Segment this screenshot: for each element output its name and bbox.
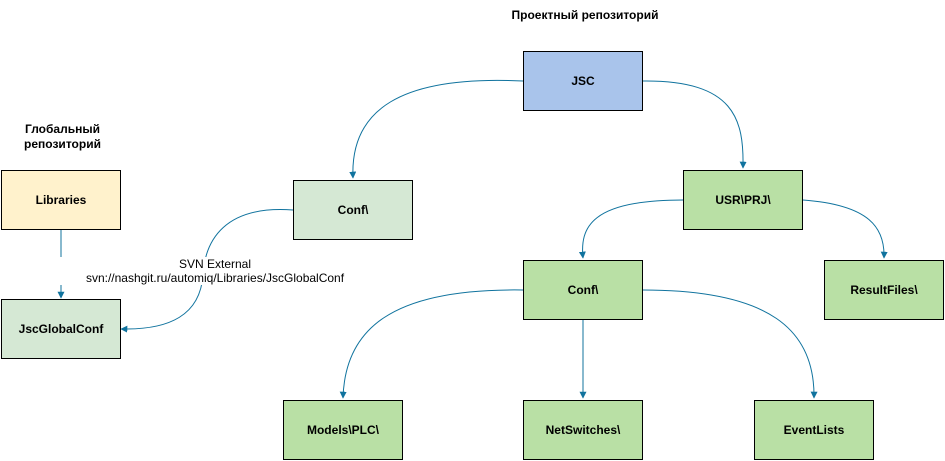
node-conf-usr-label: Conf\ [567,283,599,297]
node-jscglobalconf-label: JscGlobalConf [18,322,104,336]
edge-usr-prj-to-resultfiles [802,199,888,259]
node-jscglobalconf[interactable]: JscGlobalConf [1,299,121,359]
node-libraries[interactable]: Libraries [1,170,121,230]
node-resultfiles-label: ResultFiles\ [850,283,918,297]
node-usr-prj-label: USR\PRJ\ [715,193,771,207]
node-libraries-label: Libraries [35,193,87,207]
global-repo-title-line1: Глобальный [25,122,100,136]
node-jsc-label: JSC [571,74,595,88]
node-conf-project-label: Conf\ [337,203,369,217]
node-models-plc-label: Models\PLC\ [306,423,379,437]
svn-external-label-line2: svn://nashgit.ru/automiq/Libraries/JscGl… [85,271,345,285]
node-resultfiles[interactable]: ResultFiles\ [824,260,944,320]
edge-jsc-to-conf [349,79,524,179]
svn-external-label-line1: SVN External [178,257,252,271]
node-usr-prj[interactable]: USR\PRJ\ [683,170,803,230]
node-jsc[interactable]: JSC [523,51,643,111]
edge-usr-prj-to-conf [578,199,684,259]
project-repo-title: Проектный репозиторий [511,8,659,22]
global-repo-title-line2: репозиторий [24,137,101,151]
node-eventlists-label: EventLists [783,423,845,437]
global-repo-title: Глобальный репозиторий [0,122,125,152]
svn-external-label: SVN External svn://nashgit.ru/automiq/Li… [60,257,370,285]
node-eventlists[interactable]: EventLists [754,400,874,460]
node-netswitches-label: NetSwitches\ [545,423,621,437]
edge-conf-to-eventlists [642,289,818,399]
node-netswitches[interactable]: NetSwitches\ [523,400,643,460]
node-models-plc[interactable]: Models\PLC\ [283,400,403,460]
edge-conf-to-models-plc [339,289,524,399]
node-conf-usr[interactable]: Conf\ [523,260,643,320]
node-conf-project[interactable]: Conf\ [293,180,413,240]
edge-jsc-to-usr-prj [642,80,747,169]
